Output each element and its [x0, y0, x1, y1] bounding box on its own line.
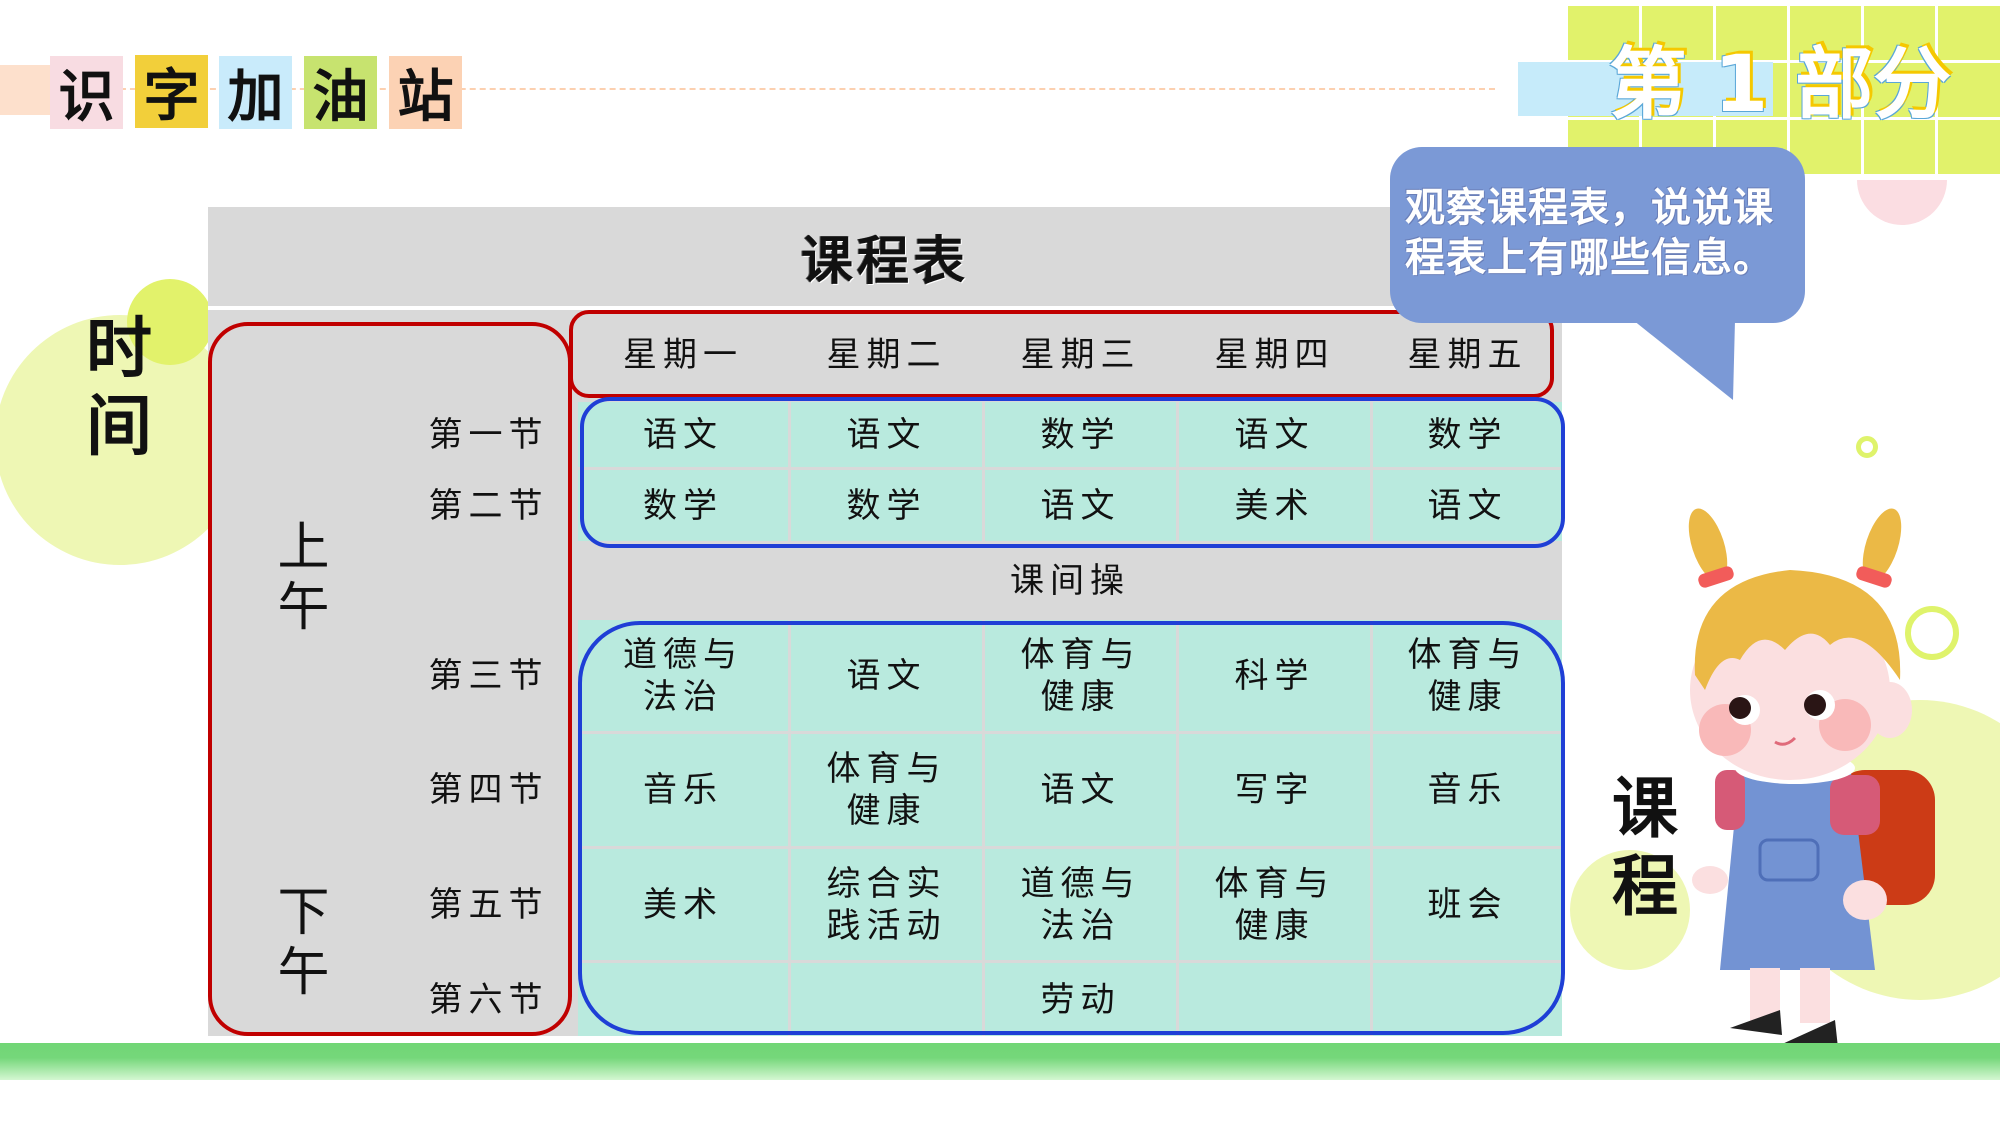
decor-circle-small-left — [127, 279, 213, 365]
subject-line: 法治 — [643, 676, 723, 717]
speech-bubble-tail — [1633, 320, 1735, 400]
decor-ring-small — [1856, 436, 1878, 458]
subject-line: 道德与 — [623, 634, 743, 675]
section-title-char-1: 识 — [50, 56, 123, 130]
subject-line: 体育与 — [1214, 863, 1335, 904]
period-label-1: 第一节 — [402, 402, 575, 467]
subject-line: 体育与 — [826, 749, 947, 789]
subject-p5-thu: 体育与 健康 — [1179, 849, 1370, 960]
decor-pink-semicircle — [1857, 180, 1947, 225]
highlight-morning-courses — [580, 397, 1565, 548]
timetable-title-band — [208, 207, 1562, 310]
highlight-time-column — [208, 322, 572, 1036]
subject-p1-fri: 数学 — [1373, 402, 1562, 467]
title-dashed-line — [60, 88, 1495, 90]
subject-line: 践活动 — [826, 905, 947, 946]
speech-bubble-text: 观察课程表，说说课 程表上有哪些信息。 — [1405, 183, 1800, 283]
session-morning: 上 午 — [208, 310, 399, 846]
weekday-header-3: 星期三 — [985, 310, 1176, 399]
period-label-5: 第五节 — [402, 849, 575, 960]
section-title-char-4: 油 — [304, 56, 377, 130]
subject-p6-wed: 劳动 — [985, 963, 1176, 1036]
subject-p5-wed: 道德与 法治 — [985, 849, 1176, 960]
subject-p3-thu: 科学 — [1179, 620, 1370, 731]
subject-line: 体育与 — [1020, 634, 1141, 675]
session-morning-char-1: 上 — [277, 518, 330, 578]
decor-ring-large — [1905, 606, 1959, 660]
subject-line: 综合实 — [826, 863, 947, 904]
speech-bubble-line-2: 程表上有哪些信息。 — [1405, 235, 1774, 281]
weekday-header-1: 星期一 — [578, 310, 788, 399]
subject-p5-fri: 班会 — [1373, 849, 1562, 960]
subject-p2-mon: 数学 — [578, 470, 788, 541]
subject-p4-mon: 音乐 — [578, 734, 788, 846]
subject-line: 法治 — [1040, 905, 1121, 946]
subject-line: 健康 — [1427, 676, 1508, 717]
decor-circle-right-small — [1570, 850, 1690, 970]
section-title-char-3: 加 — [219, 56, 292, 130]
subject-p1-tue: 语文 — [791, 402, 982, 467]
section-title-char-5: 站 — [389, 56, 462, 130]
highlight-later-courses — [578, 621, 1565, 1035]
session-afternoon-char-1: 下 — [277, 882, 330, 943]
session-morning-char-2: 午 — [277, 578, 330, 638]
label-time-char-2: 间 — [86, 388, 152, 465]
subject-p4-wed: 语文 — [985, 734, 1176, 846]
subject-p2-wed: 语文 — [985, 470, 1176, 541]
subject-p6-thu — [1179, 963, 1370, 1036]
weekday-header-4: 星期四 — [1179, 310, 1370, 399]
label-course-char-1: 课 — [1612, 770, 1678, 847]
subject-p4-tue: 体育与 健康 — [791, 734, 982, 846]
subject-p4-fri: 音乐 — [1373, 734, 1562, 846]
label-course: 课 程 — [1610, 770, 1680, 926]
subject-p5-mon: 美术 — [578, 849, 788, 960]
subject-p2-tue: 数学 — [791, 470, 982, 541]
section-title-char-2: 字 — [135, 55, 208, 129]
subject-p6-tue — [791, 963, 982, 1036]
break-label-empty — [402, 544, 575, 617]
highlight-weekday-row — [569, 310, 1554, 398]
speech-bubble-line-1: 观察课程表，说说课 — [1405, 185, 1774, 231]
part-label: 第 1 部分 — [1608, 40, 1952, 130]
part-label-bar — [1518, 62, 1773, 116]
subject-p3-tue: 语文 — [791, 620, 982, 731]
subject-line: 健康 — [846, 791, 927, 831]
weekday-header-2: 星期二 — [791, 310, 982, 399]
timetable-title: 课程表 — [800, 231, 969, 292]
subject-line: 体育与 — [1407, 634, 1528, 675]
subject-p2-fri: 语文 — [1373, 470, 1562, 541]
decor-circle-large-left — [0, 315, 245, 565]
speech-bubble — [1390, 147, 1805, 323]
label-time-char-1: 时 — [86, 310, 152, 387]
period-label-3: 第三节 — [402, 620, 575, 731]
subject-p1-wed: 数学 — [985, 402, 1176, 467]
ground-strip — [0, 1043, 2000, 1080]
period-label-4: 第四节 — [402, 734, 575, 846]
break-row: 课间操 — [578, 544, 1562, 617]
subject-line: 健康 — [1040, 676, 1121, 717]
subject-p1-mon: 语文 — [578, 402, 788, 467]
subject-line: 道德与 — [1020, 863, 1141, 904]
session-afternoon-char-2: 午 — [277, 942, 330, 1003]
subject-p1-thu: 语文 — [1179, 402, 1370, 467]
label-course-char-2: 程 — [1612, 848, 1678, 925]
subject-p4-thu: 写字 — [1179, 734, 1370, 846]
subject-line: 健康 — [1234, 905, 1315, 946]
weekday-header-5: 星期五 — [1373, 310, 1562, 399]
girl-illustration — [1688, 508, 1935, 1048]
subject-p2-thu: 美术 — [1179, 470, 1370, 541]
period-label-2: 第二节 — [402, 470, 575, 541]
subject-p5-tue: 综合实 践活动 — [791, 849, 982, 960]
label-time: 时 间 — [84, 310, 154, 466]
subject-p3-wed: 体育与 健康 — [985, 620, 1176, 731]
